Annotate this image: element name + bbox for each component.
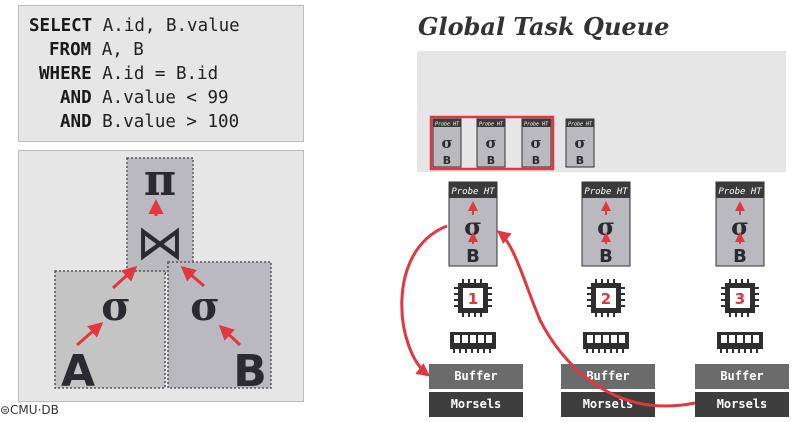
svg-text:B: B [599,246,613,267]
join-symbol: ⋈ [136,215,184,271]
svg-text:B: B [466,246,480,267]
worker-1-morsels: Morsels [429,392,523,417]
svg-text:Probe HT: Probe HT [568,122,593,128]
svg-text:B: B [443,154,451,167]
svg-text:Probe HT: Probe HT [718,187,762,197]
svg-text:B: B [487,154,495,167]
svg-text:2: 2 [601,290,611,308]
memory-1-icon [450,332,496,353]
svg-text:B: B [532,154,540,167]
svg-text:B: B [576,154,584,167]
sigma-b-to-join-arrow [180,266,205,288]
queue-task-1: Probe HT σ B [432,118,462,168]
worker-2-morsels: Morsels [561,392,655,417]
svg-text:σ: σ [574,134,585,152]
queue-task-2: Probe HT σ B [476,118,506,168]
plan-pipeline-top [126,157,194,274]
svg-text:3: 3 [735,290,745,308]
global-task-queue-title: Global Task Queue [418,12,670,41]
table-a-label: A [61,346,95,397]
projection-symbol: π [144,155,176,206]
b-to-sigma-arrow [218,324,242,347]
sql-line-select: SELECT A.id, B.value [29,16,240,36]
cpu-core-3-icon: 3 [721,279,759,317]
sigma-a-to-join-arrow [111,265,138,290]
sql-query-box: SELECT A.id, B.value FROM A, B WHERE A.i… [18,5,304,142]
sql-line-from: FROM A, B [49,40,144,60]
svg-text:B: B [733,246,747,267]
cpu-core-2-icon: 2 [587,279,625,317]
queue-task-3: Probe HT σ B [521,118,552,168]
worker-1-buffer: Buffer [429,364,523,389]
worker-3-morsels: Morsels [695,392,789,417]
plan-pipeline-a [54,270,166,389]
svg-text:Probe HT: Probe HT [584,187,628,197]
svg-text:Probe HT: Probe HT [479,122,504,128]
worker-2-buffer: Buffer [561,364,655,389]
svg-text:σ: σ [485,134,496,152]
table-b-label: B [233,346,267,397]
selection-a-symbol: σ [101,283,131,330]
cpu-core-1-icon: 1 [454,279,492,317]
svg-text:Probe HT: Probe HT [524,122,549,128]
queue-task-4: Probe HT σ B [565,118,595,168]
worker-1-task-card: Probe HT σ B [448,181,498,267]
worker-3-task-card: Probe HT σ B [715,181,765,267]
worker-2-task-card: Probe HT σ B [581,181,631,267]
svg-text:Probe HT: Probe HT [451,187,495,197]
queue-task-group [429,115,555,171]
svg-text:1: 1 [468,290,478,308]
cmu-db-logo: ⊜CMU·DB [0,403,59,417]
svg-text:σ: σ [441,134,452,152]
sql-line-where: WHERE A.id = B.id [39,64,219,84]
memory-2-icon [583,332,629,353]
svg-text:Probe HT: Probe HT [435,122,460,128]
memory-3-icon [717,332,763,353]
svg-text:σ: σ [530,134,541,152]
sql-line-and-1: AND A.value < 99 [60,88,229,108]
sql-line-and-2: AND B.value > 100 [60,112,240,132]
worker-3-buffer: Buffer [695,364,789,389]
selection-b-symbol: σ [190,283,220,330]
a-to-sigma-arrow [76,322,104,347]
